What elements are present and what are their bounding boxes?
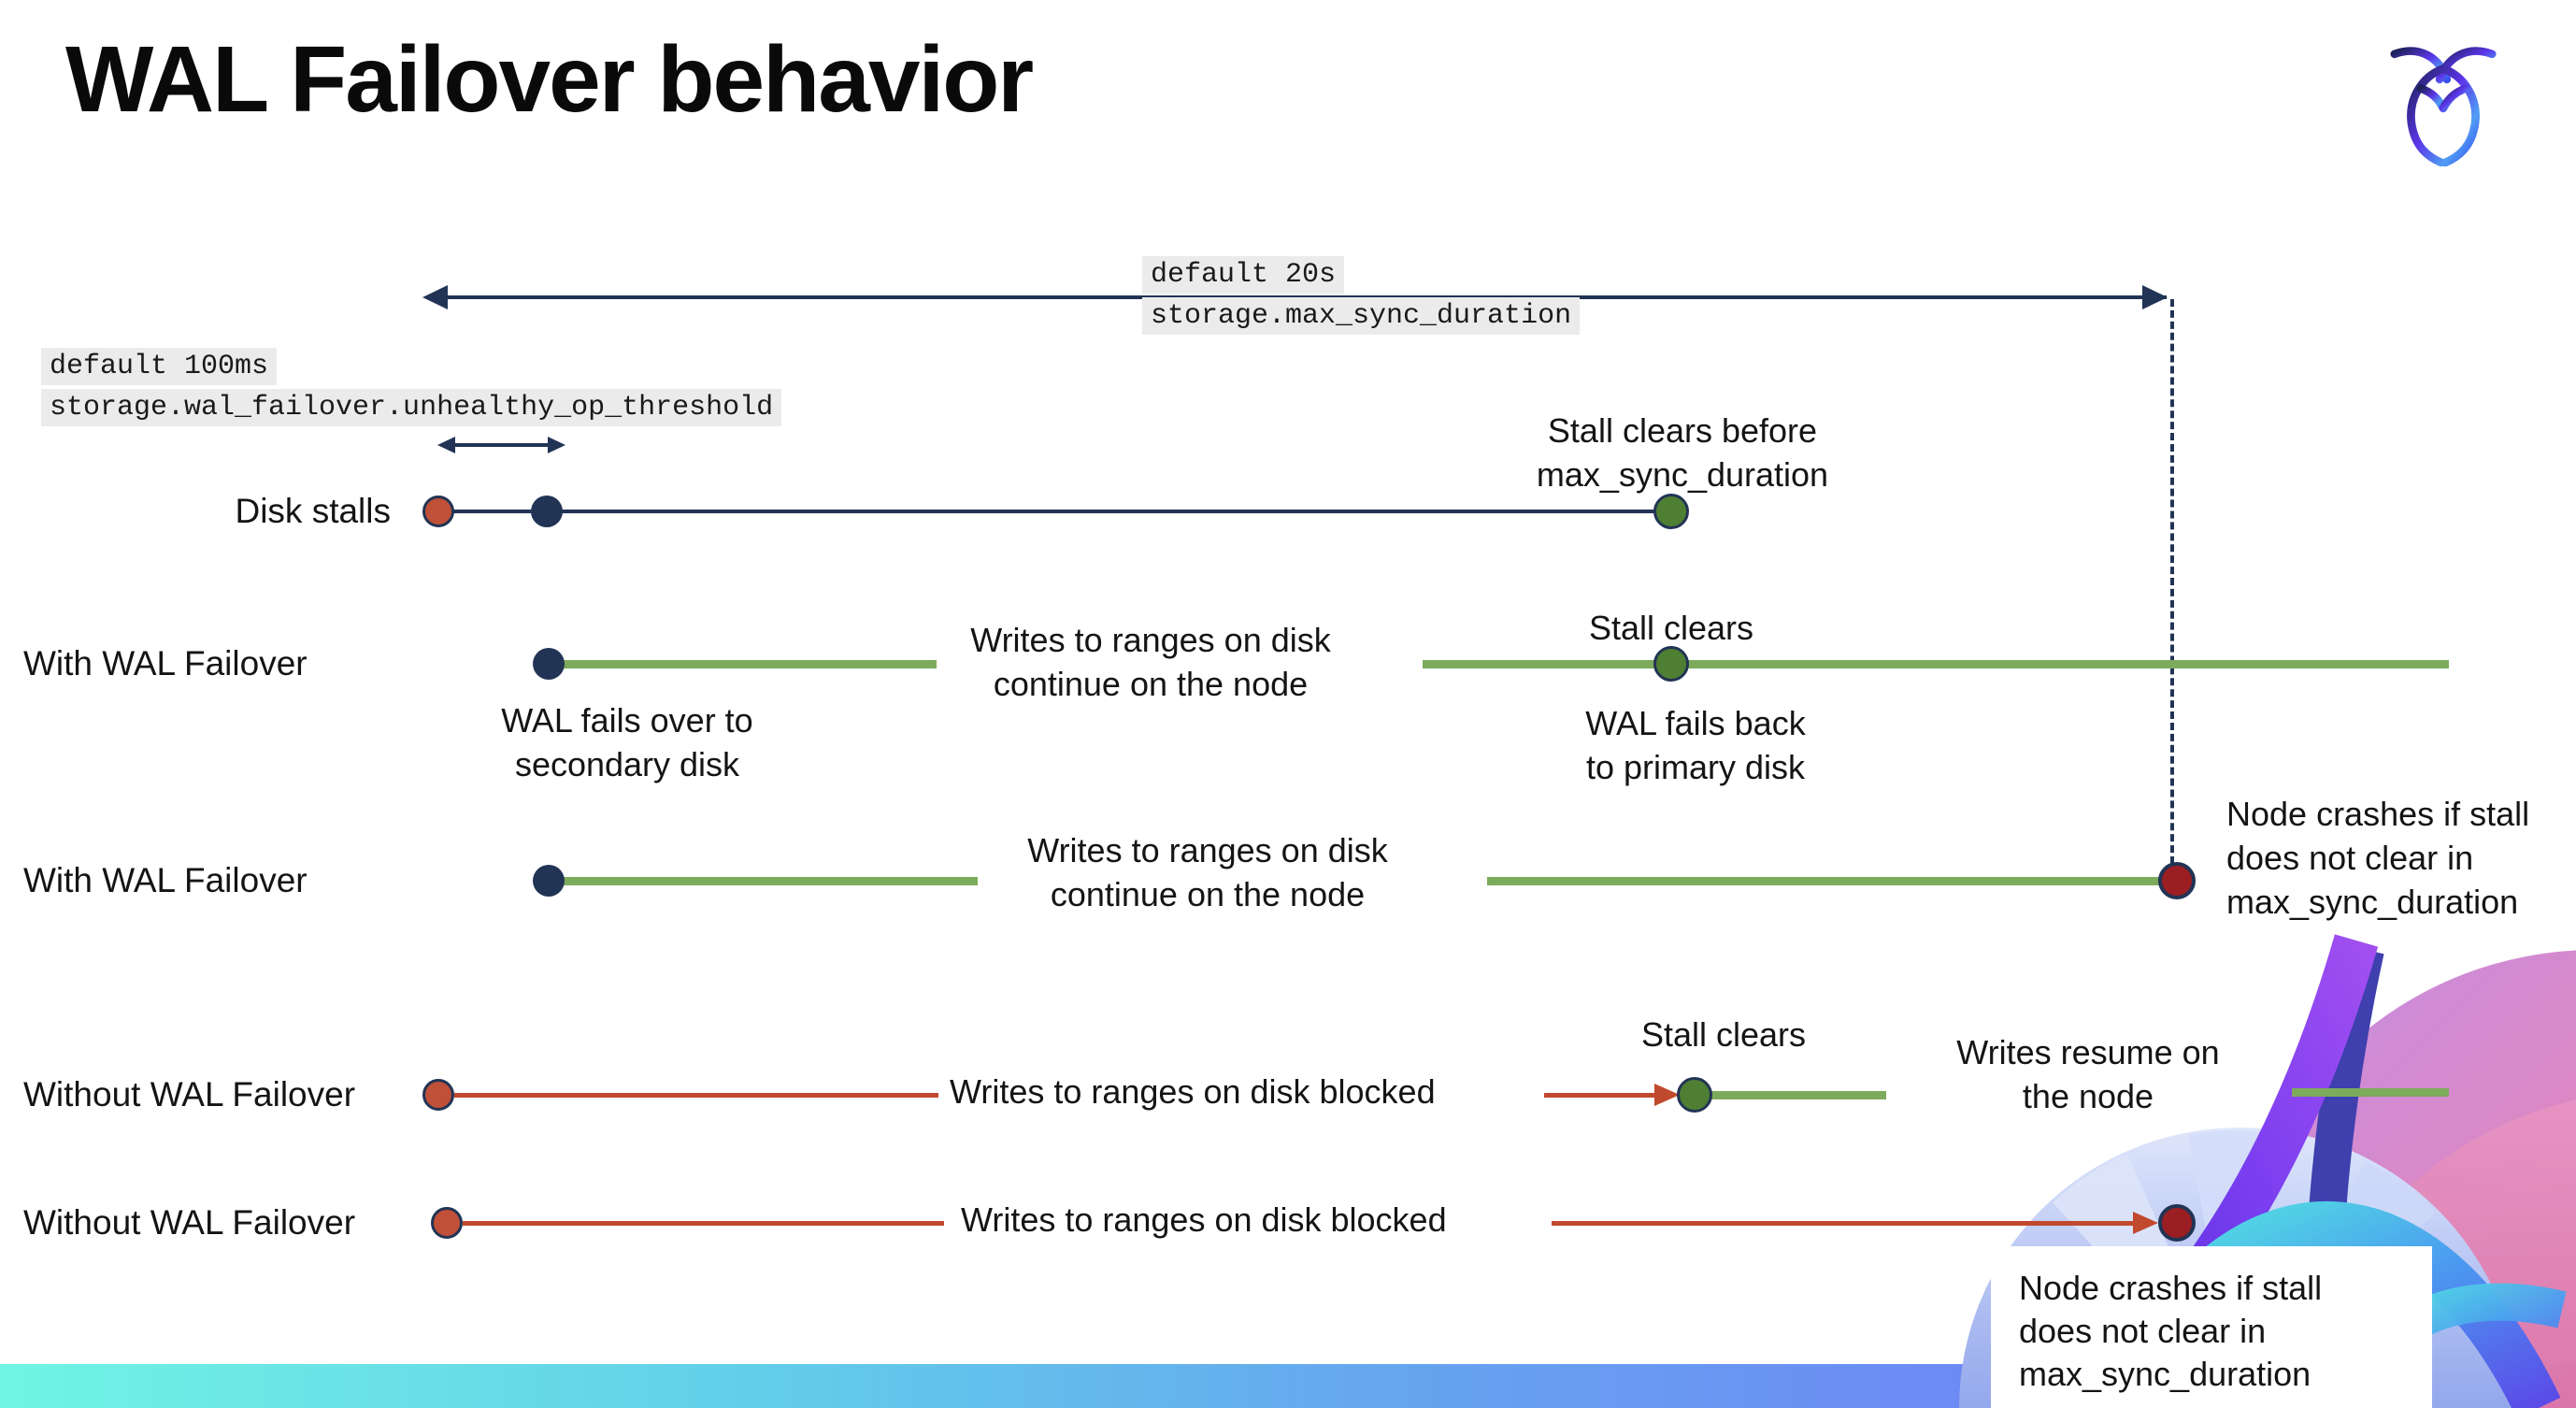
timeline-row-label-without-wal-failover: Without WAL Failover: [23, 1203, 356, 1242]
timeline-row-label-with-wal-failover: With WAL Failover: [23, 644, 308, 682]
cockroach-logo-icon: [2390, 47, 2497, 166]
threshold-default-text: default 100ms: [41, 348, 278, 385]
wal-fails-back-annotation: WAL fails back to primary disk: [1585, 704, 1806, 786]
timeline-row-label-disk-stalls: Disk stalls: [235, 492, 391, 530]
failover-threshold-dot: [531, 496, 563, 527]
writes-continue-annotation: Writes to ranges on disk continue on the…: [970, 621, 1331, 703]
threshold-arrow-line: [452, 443, 550, 447]
crash-dot: [2158, 862, 2196, 899]
arrowhead-right-icon: [2142, 285, 2168, 309]
failover-dot: [533, 865, 565, 897]
writes-blocked-arrow-line: [1552, 1221, 2133, 1226]
arrowhead-left-icon: [437, 437, 455, 453]
arrowhead-right-icon: [2133, 1212, 2158, 1234]
writes-blocked-annotation: Writes to ranges on disk blocked: [950, 1072, 1436, 1111]
unhealthy-op-threshold-label: default 100ms storage.wal_failover.unhea…: [41, 348, 782, 430]
writes-blocked-annotation: Writes to ranges on disk blocked: [961, 1200, 1447, 1239]
stall-start-dot: [431, 1207, 463, 1239]
timeline-line-disk-stalls: [438, 510, 1671, 513]
stall-clear-dot: [1653, 494, 1689, 529]
writes-resume-line: [2292, 1088, 2449, 1097]
timeline-row-label-with-wal-failover: With WAL Failover: [23, 861, 308, 899]
failover-dot: [533, 648, 565, 680]
writes-resume-annotation: Writes resume on the node: [1956, 1033, 2220, 1115]
stall-start-dot: [422, 496, 454, 527]
stall-clears-before-annotation: Stall clears before max_sync_duration: [1536, 411, 1829, 494]
writes-continue-line: [561, 877, 978, 885]
writes-blocked-line: [463, 1221, 944, 1226]
writes-continue-line: [1487, 877, 2160, 885]
node-crashes-annotation: Node crashes if stall does not clear in …: [2226, 795, 2530, 921]
writes-continue-line: [1423, 660, 2449, 668]
node-crashes-annotation: Node crashes if stall does not clear in …: [2019, 1269, 2323, 1393]
dashed-deadline-line: [2170, 299, 2174, 864]
max-sync-duration-label: default 20s storage.max_sync_duration: [1142, 256, 1581, 338]
writes-continue-annotation: Writes to ranges on disk continue on the…: [1027, 831, 1388, 913]
crash-note-box: Node crashes if stall does not clear in …: [1991, 1246, 2432, 1408]
arrowhead-right-icon: [548, 437, 565, 453]
wal-fails-over-annotation: WAL fails over to secondary disk: [501, 701, 753, 783]
stall-start-dot: [422, 1079, 454, 1111]
stall-clears-annotation: Stall clears: [1588, 609, 1754, 647]
writes-resume-line: [1711, 1091, 1886, 1099]
max-sync-setting-text: storage.max_sync_duration: [1142, 297, 1581, 335]
arrowhead-right-icon: [1654, 1084, 1680, 1106]
writes-blocked-line: [454, 1093, 938, 1098]
timeline-row-label-without-wal-failover: Without WAL Failover: [23, 1075, 356, 1113]
writes-continue-line: [561, 660, 937, 668]
writes-blocked-arrow-line: [1544, 1093, 1654, 1098]
threshold-setting-text: storage.wal_failover.unhealthy_op_thresh…: [41, 389, 782, 426]
stall-clear-dot: [1653, 646, 1689, 682]
arrowhead-left-icon: [422, 285, 448, 309]
max-sync-default-text: default 20s: [1142, 256, 1345, 294]
crash-dot: [2158, 1204, 2196, 1242]
page-title: WAL Failover behavior: [65, 27, 1034, 132]
stall-clear-dot: [1677, 1077, 1712, 1113]
stall-clears-annotation: Stall clears: [1640, 1015, 1807, 1054]
